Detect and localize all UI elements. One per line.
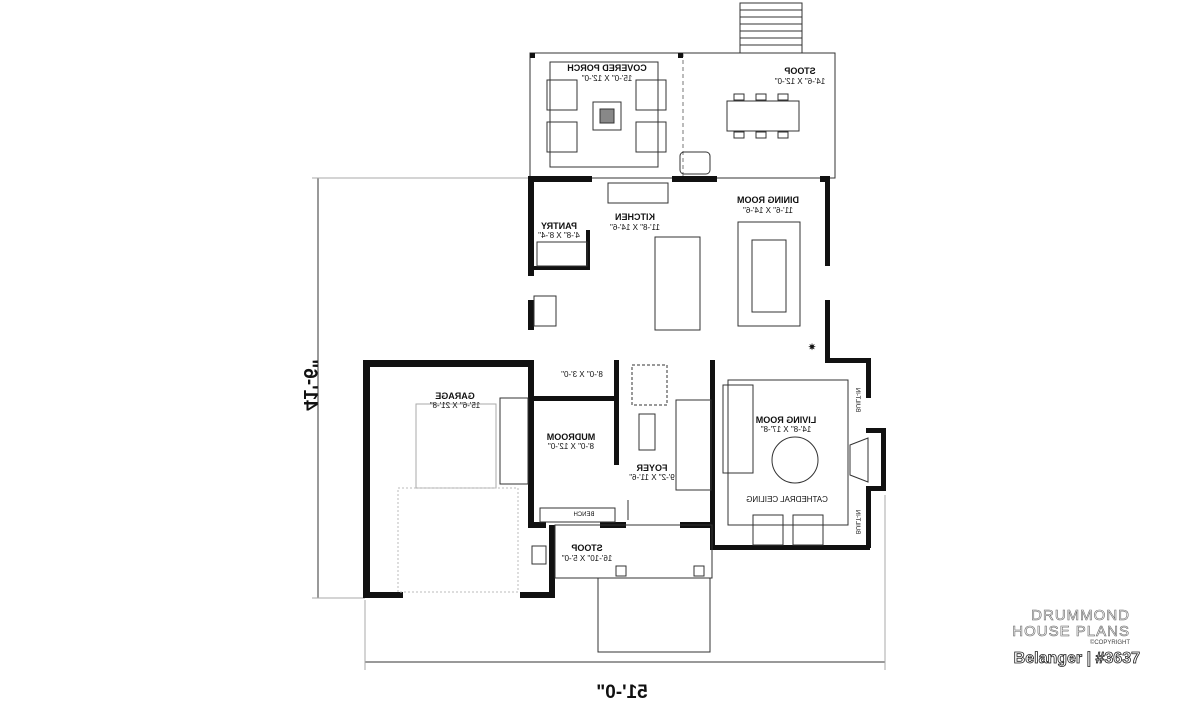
room-size: 14'-6" X 12'-0" bbox=[775, 77, 826, 86]
room-name: KITCHEN bbox=[615, 212, 655, 222]
room-living: LIVING ROOM 14'-8" X 17'-8" bbox=[756, 415, 817, 434]
closet-size: 8'-0" X 3'-0" bbox=[561, 370, 603, 379]
compass-icon: ✷ bbox=[808, 342, 816, 352]
depth-dimension-line bbox=[312, 177, 530, 599]
room-size: 9'-2" X 11'-6" bbox=[629, 473, 675, 482]
room-mudroom: MUDROOM 8'-0" X 12'-0" bbox=[547, 432, 596, 451]
overall-depth: 41'-6" bbox=[299, 359, 320, 411]
room-front-stoop: STOOP 16'-10" X 5'-0" bbox=[562, 543, 613, 563]
stoop-table-chairs bbox=[733, 93, 789, 139]
room-size: 15'-6" X 21'-8" bbox=[430, 401, 481, 410]
rear-stairs bbox=[739, 2, 803, 54]
room-size: 15'-0" X 12'-0" bbox=[582, 74, 633, 83]
plan-name: Belanger | #3637 bbox=[1013, 650, 1140, 668]
brand-logo: DRUMMOND HOUSE PLANS ©COPYRIGHT Belanger… bbox=[990, 607, 1170, 668]
room-name: PANTRY bbox=[541, 221, 577, 231]
room-size: 4'-8" X 8'-4" bbox=[538, 231, 580, 240]
room-name: GARAGE bbox=[435, 391, 475, 401]
room-pantry: PANTRY 4'-8" X 8'-4" bbox=[538, 221, 580, 240]
room-name: STOOP bbox=[784, 66, 815, 76]
room-name: COVERED PORCH bbox=[567, 63, 647, 73]
room-name: STOOP bbox=[571, 543, 602, 553]
fireplace bbox=[849, 428, 886, 491]
room-name: DINING ROOM bbox=[737, 195, 799, 205]
room-covered-porch: COVERED PORCH 15'-0" X 12'-0" bbox=[567, 63, 647, 83]
overall-width: 51'-0" bbox=[596, 682, 648, 703]
brand-line-2: HOUSE PLANS bbox=[1012, 623, 1130, 640]
room-size: 16'-10" X 5'-0" bbox=[562, 554, 613, 563]
room-garage: GARAGE 15'-6" X 21'-8" bbox=[430, 391, 481, 410]
built-in-note: BUILT-IN bbox=[854, 510, 860, 534]
room-foyer: FOYER 9'-2" X 11'-6" bbox=[629, 463, 675, 482]
room-size: 11'-6" X 14'-6" bbox=[743, 206, 793, 215]
width-dimension-line bbox=[364, 495, 886, 670]
porch-furniture bbox=[546, 61, 800, 175]
room-dining: DINING ROOM 11'-6" X 14'-6" bbox=[737, 195, 799, 215]
room-name: LIVING ROOM bbox=[756, 415, 817, 425]
room-size: 11'-8" X 14'-6" bbox=[610, 223, 660, 232]
room-name: MUDROOM bbox=[547, 432, 596, 442]
interior-details bbox=[397, 182, 849, 653]
room-size: 8'-0" X 12'-0" bbox=[548, 442, 594, 451]
room-kitchen: KITCHEN 11'-8" X 14'-6" bbox=[610, 212, 660, 232]
copyright: ©COPYRIGHT bbox=[1089, 640, 1130, 646]
built-in-note: BUILT-IN bbox=[854, 388, 860, 412]
cathedral-ceiling-note: CATHEDRAL CEILING bbox=[746, 495, 828, 504]
room-size: 14'-8" X 17'-8" bbox=[761, 425, 812, 434]
bench-note: BENCH bbox=[573, 512, 594, 518]
room-name: FOYER bbox=[636, 463, 668, 473]
room-rear-stoop: STOOP 14'-6" X 12'-0" bbox=[775, 66, 826, 86]
brand-line-1: DRUMMOND bbox=[1031, 607, 1130, 624]
walls bbox=[363, 176, 871, 598]
